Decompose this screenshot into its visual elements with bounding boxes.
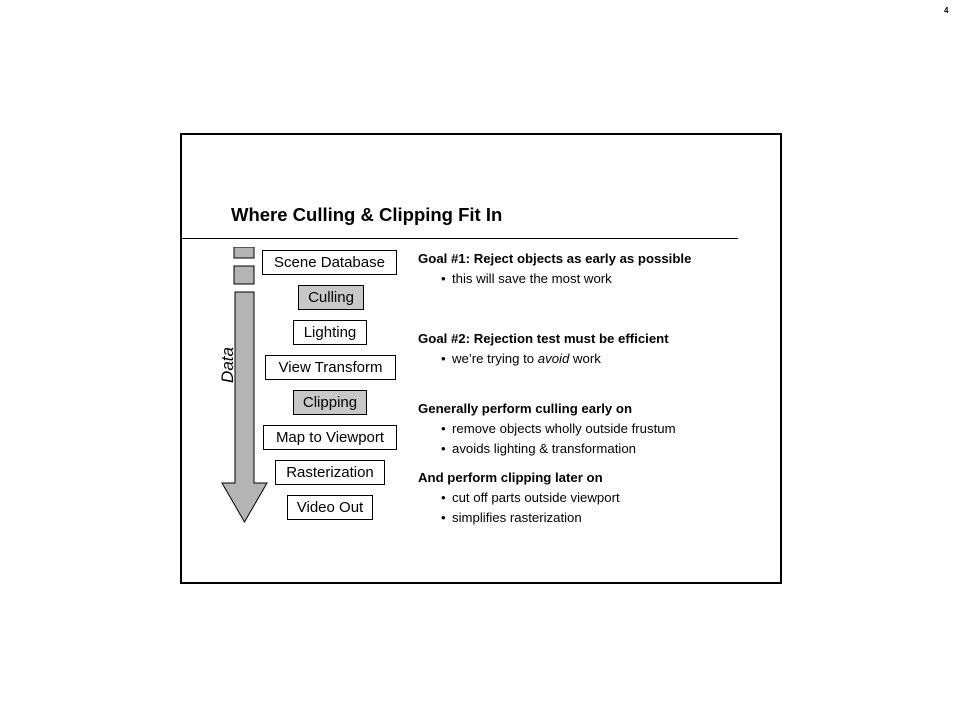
data-flow-arrow: Data (218, 247, 268, 524)
section-heading: Goal #1: Reject objects as early as poss… (418, 251, 692, 266)
arrow-body (221, 291, 268, 524)
section-heading: Generally perform culling early on (418, 401, 632, 416)
stage-box: Rasterization (275, 460, 385, 485)
arrow-label: Data (218, 347, 237, 383)
clipping-section: And perform clipping later on cut off pa… (418, 468, 620, 528)
goal-1-section: Goal #1: Reject objects as early as poss… (418, 249, 691, 289)
stage-box: Clipping (293, 390, 367, 415)
stage-box: View Transform (265, 355, 396, 380)
bullet-item: simplifies rasterization (418, 508, 620, 528)
title-divider (182, 238, 738, 239)
bullet-text: work (569, 351, 601, 366)
bullet-item: avoids lighting & transformation (418, 439, 676, 459)
stage-box: Culling (298, 285, 364, 310)
goal-2-section: Goal #2: Rejection test must be efficien… (418, 329, 669, 369)
arrow-tail-block-1 (233, 247, 255, 259)
bullet-text: we’re trying to (452, 351, 538, 366)
stage-box: Map to Viewport (263, 425, 397, 450)
culling-section: Generally perform culling early on remov… (418, 399, 676, 459)
page-number: 4 (944, 6, 949, 15)
bullet-item: remove objects wholly outside frustum (418, 419, 676, 439)
bullet-item: we’re trying to avoid work (418, 349, 669, 369)
stage-box: Lighting (293, 320, 367, 345)
stage-box: Scene Database (262, 250, 397, 275)
bullet-item: this will save the most work (418, 269, 691, 289)
slide-title: Where Culling & Clipping Fit In (231, 204, 503, 225)
slide: Where Culling & Clipping Fit In Data Sce… (180, 133, 782, 584)
emphasis-text: avoid (537, 351, 570, 366)
arrow-tail-block-2 (233, 265, 255, 285)
stage-box: Video Out (287, 495, 373, 520)
section-heading: Goal #2: Rejection test must be efficien… (418, 331, 669, 346)
bullet-item: cut off parts outside viewport (418, 488, 620, 508)
section-heading: And perform clipping later on (418, 470, 603, 485)
